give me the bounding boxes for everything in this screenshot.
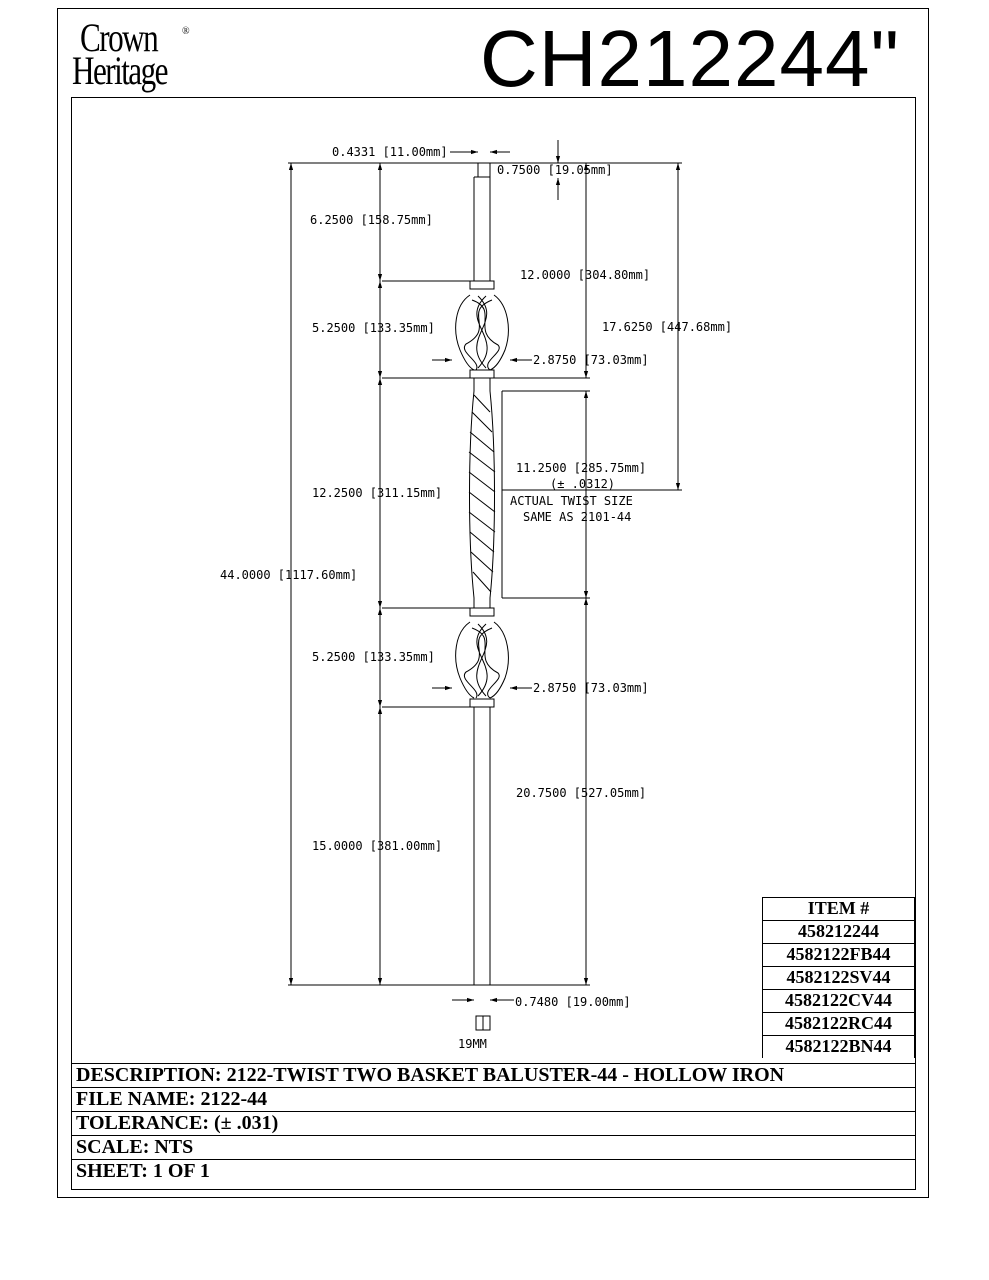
lower-basket-twists — [463, 623, 500, 699]
drawing-frame — [71, 97, 916, 1190]
logo-line2: Heritage — [72, 48, 168, 93]
upper-collar-top — [469, 280, 495, 290]
baluster — [455, 162, 509, 986]
title-block: DESCRIPTION: 2122-TWIST TWO BASKET BALUS… — [71, 1063, 916, 1183]
label-lower-to-bottom: 20.7500 [527.05mm] — [516, 786, 646, 800]
lower-collar-bottom — [469, 698, 495, 708]
label-top-square: 0.7500 [19.05mm] — [497, 163, 613, 177]
lower-collar-top — [469, 607, 495, 617]
part-number-title: CH212244" — [480, 14, 900, 103]
item-row: 4582122FB44 — [762, 943, 915, 966]
lower-basket-outline — [455, 621, 509, 699]
item-row: 4582122SV44 — [762, 966, 915, 989]
label-overall: 44.0000 [1117.60mm] — [220, 568, 357, 582]
item-row: 4582122CV44 — [762, 989, 915, 1012]
label-twist-length: 11.2500 [285.75mm] — [516, 461, 646, 475]
label-upper-basket-height: 5.2500 [133.35mm] — [312, 321, 435, 335]
label-bottom-section: 15.0000 [381.00mm] — [312, 839, 442, 853]
label-top-section: 6.2500 [158.75mm] — [310, 213, 433, 227]
label-bottom-square: 0.7480 [19.00mm] — [515, 995, 631, 1009]
item-table: ITEM # 458212244 4582122FB44 4582122SV44… — [762, 897, 915, 1058]
logo-registered-mark: ® — [182, 26, 190, 37]
item-header: ITEM # — [762, 897, 915, 920]
label-twist-tolerance: (± .0312) — [550, 477, 615, 491]
label-bottom-mm: 19MM — [458, 1037, 487, 1051]
sheet-row: SHEET: 1 OF 1 — [71, 1159, 916, 1183]
item-row: 4582122BN44 — [762, 1035, 915, 1058]
label-lower-basket-width: 2.8750 [73.03mm] — [533, 681, 649, 695]
tolerance-row: TOLERANCE: (± .031) — [71, 1111, 916, 1135]
upper-basket-outline — [455, 294, 509, 371]
logo-line1: Crown — [80, 15, 159, 60]
label-to-basket-bottom: 12.0000 [304.80mm] — [520, 268, 650, 282]
scale-row: SCALE: NTS — [71, 1135, 916, 1159]
twist-outline — [469, 390, 495, 599]
outer-frame — [57, 8, 929, 1198]
label-twist-section: 12.2500 [311.15mm] — [312, 486, 442, 500]
twist-lines — [468, 394, 496, 593]
upper-collar-bottom — [469, 369, 495, 379]
description-row: DESCRIPTION: 2122-TWIST TWO BASKET BALUS… — [71, 1063, 916, 1087]
label-twist-note1: ACTUAL TWIST SIZE — [510, 494, 633, 508]
upper-basket-twists — [463, 295, 500, 371]
top-pin — [477, 162, 491, 178]
crown-heritage-logo: Crown ® Heritage — [70, 18, 210, 98]
label-twist-note2: SAME AS 2101-44 — [523, 510, 631, 524]
label-lower-basket-height: 5.2500 [133.35mm] — [312, 650, 435, 664]
label-upper-basket-width: 2.8750 [73.03mm] — [533, 353, 649, 367]
file-name-row: FILE NAME: 2122-44 — [71, 1087, 916, 1111]
label-top-rod-dia: 0.4331 [11.00mm] — [332, 145, 448, 159]
item-row: 4582122RC44 — [762, 1012, 915, 1035]
item-row: 458212244 — [762, 920, 915, 943]
label-to-twist-end: 17.6250 [447.68mm] — [602, 320, 732, 334]
